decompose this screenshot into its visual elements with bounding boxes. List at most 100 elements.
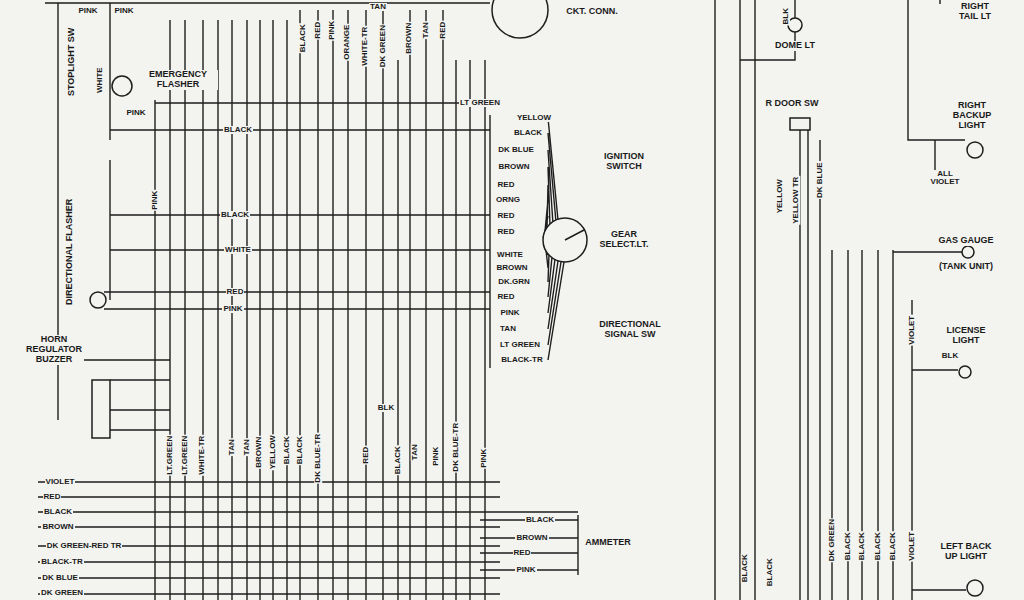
wire-color-label: PINK bbox=[125, 109, 146, 117]
component-name: LEFT BACK UP LIGHT bbox=[935, 542, 997, 562]
component-name: DOME LT bbox=[774, 41, 816, 51]
bulb-symbol bbox=[959, 366, 971, 378]
wire-color-label: PINK bbox=[152, 189, 160, 210]
wire-color-label: RED bbox=[43, 493, 62, 501]
wire-color-label: DK BLUE bbox=[497, 146, 535, 154]
wire-set bbox=[38, 0, 966, 600]
wire-color-label: BROWN bbox=[515, 534, 548, 542]
wire-color-label: RED bbox=[497, 212, 516, 220]
wire-color-label: DK BLUE-TR bbox=[452, 422, 460, 473]
component-name: EMERGENCY FLASHER bbox=[138, 70, 218, 90]
wire-color-label: LT GREEN bbox=[499, 341, 541, 349]
wire-color-label: VIOLET bbox=[908, 531, 916, 562]
harness-to-switch bbox=[60, 103, 490, 430]
wire-color-label: WHITE bbox=[496, 251, 524, 259]
wire-color-label: PINK bbox=[499, 309, 520, 317]
component-label: RIGHT TAIL LT bbox=[952, 2, 998, 22]
wire-color-label: BLACK bbox=[874, 531, 882, 561]
wire-color-label: WHITE bbox=[96, 66, 104, 94]
wire-color-label: BLACK bbox=[283, 435, 291, 465]
component-name: RIGHT BACKUP LIGHT bbox=[943, 101, 1001, 131]
component-label: DOME LT bbox=[774, 41, 816, 51]
wire-color-label: BLACK bbox=[889, 531, 897, 561]
wire-color-label: RED bbox=[497, 181, 516, 189]
wire-color-label: BLACK bbox=[223, 126, 253, 134]
wire-color-label: BLACK bbox=[513, 129, 543, 137]
wire-color-label: BLACK bbox=[43, 508, 73, 516]
wire-color-label: PINK bbox=[77, 7, 98, 15]
wire-color-label: TAN bbox=[228, 438, 236, 456]
wire-color-label: YELLOW bbox=[516, 114, 552, 122]
wire-color-label: DK BLUE-TR bbox=[314, 433, 322, 484]
component-label: EMERGENCY FLASHER bbox=[138, 70, 218, 90]
component-label: LEFT BACK UP LIGHT bbox=[935, 542, 997, 562]
component-label: GAS GAUGE (TANK UNIT) bbox=[931, 236, 1001, 272]
wire-color-label: BLACK bbox=[525, 516, 555, 524]
wire-color-label: WHITE-TR bbox=[362, 25, 370, 66]
wire-color-label: LT.GREEN bbox=[181, 435, 189, 476]
wire-color-label: BLACK bbox=[220, 211, 250, 219]
buzzer-symbol bbox=[92, 380, 110, 438]
wire-color-label: DK GREEN bbox=[379, 24, 387, 68]
component-name: GAS GAUGE bbox=[937, 236, 994, 246]
component-label: IGNITION SWITCH bbox=[593, 152, 655, 172]
wire-color-label: BLACK bbox=[766, 557, 774, 587]
wire-color-label: BLACK bbox=[394, 445, 402, 475]
component-name: AMMETER bbox=[584, 538, 632, 548]
component-label: R DOOR SW bbox=[765, 99, 820, 109]
component-label: CKT. CONN. bbox=[565, 7, 619, 17]
wire-color-label: DK GREEN bbox=[828, 518, 836, 562]
component-label: DIRECTIONAL FLASHER bbox=[65, 198, 75, 306]
wire-color-label: BLACK bbox=[858, 531, 866, 561]
component-name: R DOOR SW bbox=[765, 99, 820, 109]
wire-color-label: BLACK bbox=[296, 435, 304, 465]
flasher-symbol bbox=[90, 292, 106, 308]
wire-color-label: PINK bbox=[481, 447, 489, 468]
wire-color-label: BROWN bbox=[497, 163, 530, 171]
wire-color-label: YELLOW TR bbox=[793, 175, 801, 224]
wire-color-label: WHITE bbox=[224, 246, 252, 254]
wire-color-label: LT.GREEN bbox=[166, 435, 174, 476]
wire-color-label: VIOLET bbox=[908, 315, 916, 346]
wire-color-label: ORNG bbox=[495, 196, 521, 204]
wire-color-label: ORANGE bbox=[344, 23, 352, 60]
wire-color-label: TAN bbox=[499, 325, 517, 333]
wire-color-label: DK GREEN bbox=[40, 589, 84, 597]
flasher-symbol bbox=[112, 76, 132, 96]
wire-color-label: RED bbox=[497, 228, 516, 236]
wire-color-label: TAN bbox=[243, 438, 251, 456]
wire-color-label: YELLOW bbox=[776, 178, 784, 214]
wire-color-label: BROWN bbox=[256, 435, 264, 468]
component-name: CKT. CONN. bbox=[565, 7, 619, 17]
component-name: DIRECTIONAL FLASHER bbox=[65, 198, 75, 306]
component-label: GEAR SELECT.LT. bbox=[592, 230, 656, 250]
wire-color-label: BROWN bbox=[41, 523, 74, 531]
wire-color-label: RED bbox=[314, 21, 322, 40]
switch-pointer bbox=[565, 230, 584, 240]
wire-color-label: TAN bbox=[369, 3, 387, 11]
component-label: DIRECTIONAL SIGNAL SW bbox=[594, 320, 666, 340]
wire-color-label: YELLOW bbox=[269, 434, 277, 470]
door-switch-symbol bbox=[790, 118, 810, 130]
wire-color-label: DK BLUE bbox=[41, 574, 79, 582]
wire-color-label: BROWN bbox=[495, 264, 528, 272]
wire-color-label: PINK bbox=[329, 19, 337, 40]
wire-color-label: RED bbox=[226, 288, 245, 296]
wire-color-label: PINK bbox=[113, 7, 134, 15]
wire-color-label: LT GREEN bbox=[459, 99, 501, 107]
wire-color-label: RED bbox=[497, 293, 516, 301]
wire-color-label: PINK bbox=[222, 305, 243, 313]
wire-color-label: BLK bbox=[941, 352, 959, 360]
bulb-symbol bbox=[967, 580, 983, 596]
wire-color-label: BLACK-TR bbox=[500, 356, 543, 364]
component-name: (TANK UNIT) bbox=[938, 262, 994, 272]
wire-color-label: PINK bbox=[433, 445, 441, 466]
component-name: LICENSE LIGHT bbox=[938, 326, 994, 346]
component-name: RIGHT TAIL LT bbox=[952, 2, 998, 22]
component-label: HORN REGULATOR BUZZER bbox=[24, 335, 84, 365]
component-label: AMMETER bbox=[584, 538, 632, 548]
wire-color-label: TAN bbox=[411, 443, 419, 461]
wire-color-label: RED bbox=[362, 446, 370, 465]
wire-color-label: BLACK-TR bbox=[40, 558, 83, 566]
wire-color-label: RED bbox=[513, 549, 532, 557]
